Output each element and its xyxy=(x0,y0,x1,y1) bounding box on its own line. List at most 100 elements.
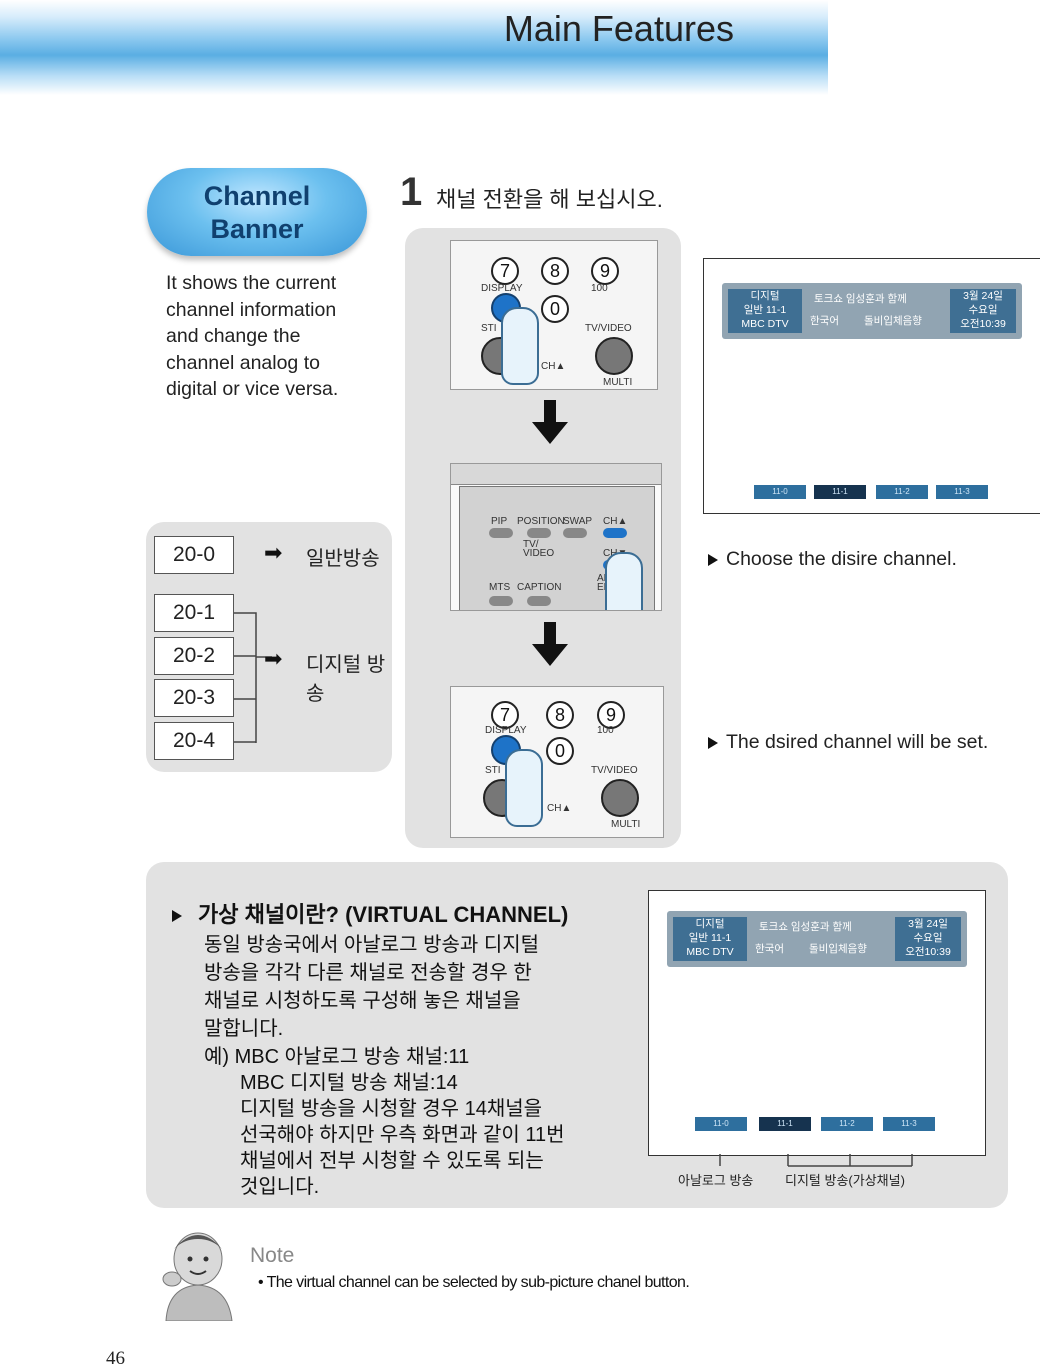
tv-screen-preview: 디지털 일반 11-1 MBC DTV 토크쇼 임성훈과 함께 한국어 돌비입체… xyxy=(703,258,1040,514)
badge-line-2: Banner xyxy=(210,214,304,244)
tvvideo-label: TV/VIDEO xyxy=(585,323,632,334)
tv-screen-virtual: 디지털 일반 11-1 MBC DTV 토크쇼 임성훈과 함께 한국어 돌비입체… xyxy=(648,890,986,1156)
step-text: 채널 전환을 해 보십시오. xyxy=(436,187,663,212)
banner-text: 디지털 xyxy=(695,918,725,930)
banner-text: 일반 11-1 xyxy=(743,304,787,316)
still-label: STI xyxy=(485,765,501,776)
banner-audio: 돌비입체음향 xyxy=(809,943,867,955)
banner-audio: 돌비입체음향 xyxy=(864,315,922,327)
channel-chip: 11-3 xyxy=(936,485,988,499)
channel-chip-selected: 11-1 xyxy=(814,485,866,499)
multi-label: MULTI xyxy=(611,819,641,830)
caption-label: CAPTION xyxy=(517,582,562,593)
bracket-lines xyxy=(234,612,272,743)
remote-control-top: 7 8 9 DISPLAY 100 0 STI TV/VIDEO CH▲ MUL… xyxy=(450,240,658,390)
key-7[interactable]: 7 xyxy=(491,257,519,285)
tvvideo-button[interactable] xyxy=(595,337,633,375)
banner-text: MBC DTV xyxy=(741,318,789,330)
channel-chip: 11-3 xyxy=(883,1117,935,1131)
swap-button[interactable] xyxy=(563,528,587,538)
swap-label: SWAP xyxy=(563,516,593,527)
instruction-text: Choose the disire channel. xyxy=(726,548,957,570)
key-0[interactable]: 0 xyxy=(541,295,569,323)
banner-text: 3월 24일 xyxy=(963,290,1003,302)
ch-up-button[interactable] xyxy=(603,528,627,538)
mts-button[interactable] xyxy=(489,596,513,606)
virtual-text-line: 방송을 각각 다른 채널로 전송할 경우 한 xyxy=(204,962,532,984)
ch-up-label: CH▲ xyxy=(541,361,566,372)
digital-channel-box: 20-1 xyxy=(154,594,234,632)
virtual-text-line: 말합니다. xyxy=(204,1018,284,1040)
tvvideo-button[interactable] xyxy=(601,779,639,817)
pointing-hand-icon xyxy=(605,552,643,610)
virtual-text-line: 동일 방송국에서 아날로그 방송과 디지털 xyxy=(204,934,540,956)
key-0[interactable]: 0 xyxy=(546,737,574,765)
down-arrow-icon xyxy=(532,422,568,444)
channel-banner-badge: Channel Banner xyxy=(147,168,367,256)
channel-chip-selected: 11-1 xyxy=(759,1117,811,1131)
virtual-text-line: 것입니다. xyxy=(240,1176,320,1198)
display-label: DISPLAY xyxy=(485,725,527,736)
tvvideo-label: TV/ VIDEO xyxy=(523,539,555,559)
banner-program-title: 토크쇼 임성훈과 함께 xyxy=(814,293,907,305)
banner-language: 한국어 xyxy=(810,315,839,327)
pointing-hand-icon xyxy=(501,307,539,385)
key-8[interactable]: 8 xyxy=(541,257,569,285)
banner-text: 3월 24일 xyxy=(908,918,948,930)
key-8[interactable]: 8 xyxy=(546,701,574,729)
badge-line-1: Channel xyxy=(203,181,311,211)
digital-virtual-label: 디지털 방송(가상채널) xyxy=(785,1173,905,1188)
remote-control-middle: PIP POSITION SWAP CH▲ TV/ VIDEO CH▼ MTS … xyxy=(450,463,662,611)
triangle-bullet-icon xyxy=(172,910,182,923)
channel-chip: 11-2 xyxy=(821,1117,873,1131)
key-9[interactable]: 9 xyxy=(597,701,625,729)
down-arrow-shaft xyxy=(544,400,556,422)
channel-diagram: 20-0 ➡ 일반방송 20-1 20-2 20-3 20-4 ➡ 디지털 방송 xyxy=(146,522,392,772)
virtual-text-line: 디지털 방송을 시청할 경우 14채널을 xyxy=(240,1098,543,1120)
banner-text: 오전10:39 xyxy=(905,946,951,958)
key-9[interactable]: 9 xyxy=(591,257,619,285)
note-character-icon xyxy=(162,1232,233,1321)
arrow-right-icon: ➡ xyxy=(264,646,283,671)
virtual-channel-heading: 가상 채널이란? (VIRTUAL CHANNEL) xyxy=(172,897,568,929)
banner-program-title: 토크쇼 임성훈과 함께 xyxy=(759,921,852,933)
banner-language: 한국어 xyxy=(755,943,784,955)
digital-label: 디지털 방송 xyxy=(306,654,386,705)
pointing-hand-icon xyxy=(505,749,543,827)
channel-banner-bar: 디지털 일반 11-1 MBC DTV 토크쇼 임성훈과 함께 한국어 돌비입체… xyxy=(722,283,1022,339)
position-label: POSITION xyxy=(517,516,565,527)
banner-text: 수요일 xyxy=(913,932,943,944)
digital-channel-box: 20-4 xyxy=(154,722,234,760)
pip-button[interactable] xyxy=(489,528,513,538)
key-7[interactable]: 7 xyxy=(491,701,519,729)
tvvideo-label: TV/VIDEO xyxy=(591,765,638,776)
instruction-1: Choose the disire channel. xyxy=(708,548,957,571)
channel-chip: 11-2 xyxy=(876,485,928,499)
ch-up-label: CH▲ xyxy=(603,516,628,527)
virtual-text-line: MBC 디지털 방송 채널:14 xyxy=(240,1072,458,1094)
bullet-dot-icon: • xyxy=(258,1274,267,1291)
digital-channel-box: 20-2 xyxy=(154,637,234,675)
banner-text: MBC DTV xyxy=(686,946,734,958)
hundred-label: 100 xyxy=(597,725,614,736)
hundred-label: 100 xyxy=(591,283,608,294)
down-arrow-icon xyxy=(532,644,568,666)
mts-label: MTS xyxy=(489,582,511,593)
display-label: DISPLAY xyxy=(481,283,523,294)
position-button[interactable] xyxy=(527,528,551,538)
banner-channel-info: 디지털 일반 11-1 MBC DTV xyxy=(673,917,747,961)
instruction-2: The dsired channel will be set. xyxy=(708,731,988,754)
analog-channel-box: 20-0 xyxy=(154,536,234,574)
banner-text: 수요일 xyxy=(968,304,998,316)
down-arrow-shaft xyxy=(544,622,556,644)
remote-steps-panel: 7 8 9 DISPLAY 100 0 STI TV/VIDEO CH▲ MUL… xyxy=(405,228,681,848)
note-title: Note xyxy=(250,1244,295,1267)
header-banner xyxy=(0,0,828,95)
virtual-text-line: 채널로 시청하도록 구성해 놓은 채널을 xyxy=(204,990,521,1012)
still-label: STI xyxy=(481,323,497,334)
analog-broadcast-label: 아날로그 방송 xyxy=(678,1173,754,1188)
feature-description: It shows the current channel information… xyxy=(166,272,339,400)
caption-button[interactable] xyxy=(527,596,551,606)
triangle-bullet-icon xyxy=(708,553,718,566)
note-text: • The virtual channel can be selected by… xyxy=(258,1274,690,1292)
